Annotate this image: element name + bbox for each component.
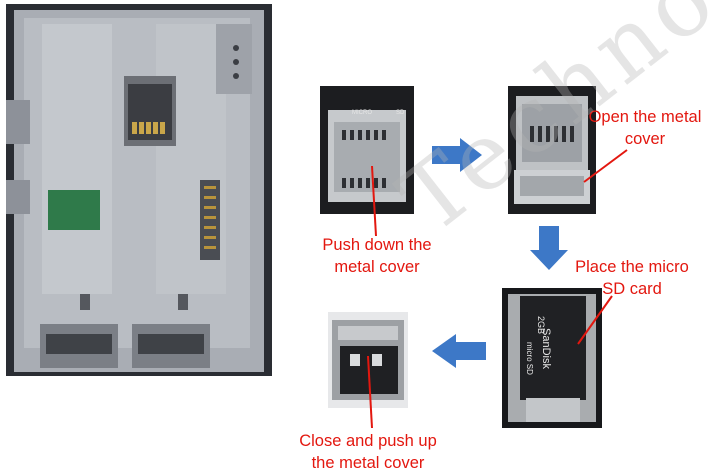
slot-sd-label: SD (396, 110, 405, 116)
card-capacity-label: 2GB (536, 316, 546, 335)
step2-photo (508, 86, 596, 214)
step4-photo (328, 312, 408, 408)
step1-caption-line1: Push down the (322, 236, 432, 254)
step3-caption: Place the micro SD card (570, 256, 694, 300)
step3-caption-line1: Place the micro (575, 258, 689, 276)
housing-photo (6, 4, 272, 376)
step4-caption: Close and push up the metal cover (290, 430, 446, 474)
card-type-label: micro SD (525, 342, 534, 375)
step3-caption-line2: SD card (602, 280, 662, 298)
arrow-icon-right (432, 138, 482, 172)
step2-caption-line2: cover (624, 130, 666, 148)
step4-caption-line1: Close and push up (299, 432, 437, 450)
step1-caption: Push down the metal cover (310, 234, 444, 278)
step1-photo: MICRO SD (320, 86, 414, 214)
step3-photo: SanDisk 2GB micro SD (502, 288, 602, 428)
arrow-icon-left (432, 334, 486, 368)
step2-caption-line1: Open the metal (588, 108, 702, 126)
step2-caption: Open the metal cover (580, 106, 710, 150)
arrow-icon-down (530, 226, 568, 270)
step1-caption-line2: metal cover (334, 258, 420, 276)
step4-caption-line2: the metal cover (311, 454, 425, 472)
card-brand-label: SanDisk (540, 328, 552, 369)
slot-micro-label: MICRO (352, 110, 372, 116)
